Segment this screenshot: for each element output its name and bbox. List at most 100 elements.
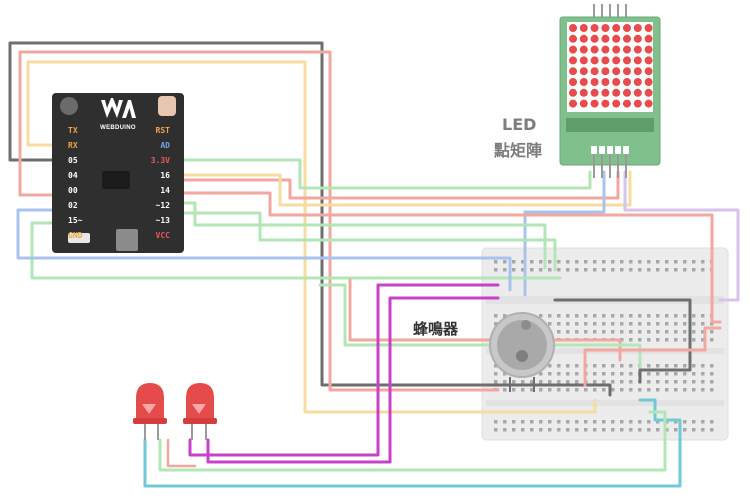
breadboard-hole [692, 388, 696, 392]
breadboard-hole [566, 330, 570, 334]
breadboard-hole [512, 268, 516, 272]
breadboard-hole [593, 322, 597, 326]
breadboard-hole [656, 372, 660, 376]
breadboard-hole [584, 260, 588, 264]
matrix-led-dot [569, 34, 577, 43]
matrix-led-dot [633, 78, 642, 86]
breadboard-hole [566, 420, 570, 424]
matrix-led-dot [633, 99, 642, 108]
breadboard-hole [656, 428, 660, 432]
wire-red-bb [583, 326, 722, 387]
breadboard-hole [710, 388, 714, 392]
breadboard-hole [710, 372, 714, 376]
breadboard-hole [602, 268, 606, 272]
matrix-led-dot [644, 99, 653, 108]
buzzer-label: 蜂鳴器 [413, 320, 459, 338]
breadboard-hole [701, 364, 705, 368]
wire-red-right [182, 191, 722, 324]
breadboard-hole [584, 268, 588, 272]
breadboard-hole [539, 420, 543, 424]
breadboard-hole [620, 330, 624, 334]
breadboard-hole [602, 314, 606, 318]
breadboard-hole [629, 260, 633, 264]
breadboard-hole [620, 338, 624, 342]
breadboard-hole [656, 364, 660, 368]
breadboard-hole [521, 268, 525, 272]
pin-label-left-5: 02 [68, 201, 78, 210]
breadboard-hole [674, 380, 678, 384]
breadboard-hole [647, 338, 651, 342]
wire-green-low [318, 283, 642, 370]
breadboard-hole [638, 330, 642, 334]
breadboard-hole [647, 364, 651, 368]
breadboard-hole [674, 420, 678, 424]
matrix-led-dot [623, 34, 631, 43]
breadboard-hole [665, 380, 669, 384]
breadboard-hole [629, 314, 633, 318]
breadboard-hole [494, 364, 498, 368]
breadboard-hole [611, 388, 615, 392]
breadboard-hole [629, 322, 633, 326]
breadboard-hole [566, 268, 570, 272]
wire-blue-left [16, 208, 512, 292]
breadboard-hole [602, 388, 606, 392]
breadboard-hole [620, 314, 624, 318]
breadboard-hole [575, 372, 579, 376]
breadboard-hole [575, 380, 579, 384]
breadboard-hole [584, 420, 588, 424]
matrix-led-dot [633, 24, 642, 32]
breadboard-hole [701, 420, 705, 424]
breadboard-hole [665, 260, 669, 264]
breadboard-hole [692, 380, 696, 384]
matrix-led-dot [579, 88, 588, 97]
chip [102, 171, 130, 189]
breadboard-hole [665, 338, 669, 342]
breadboard-hole [620, 260, 624, 264]
breadboard-hole [638, 314, 642, 318]
wire-magenta [188, 283, 500, 457]
breadboard-hole [602, 260, 606, 264]
breadboard-hole [494, 428, 498, 432]
breadboard-hole [629, 338, 633, 342]
matrix-led-dot [623, 78, 631, 86]
breadboard-hole [494, 268, 498, 272]
matrix-led-dot [601, 34, 610, 43]
breadboard-hole [647, 330, 651, 334]
breadboard-hole [683, 420, 687, 424]
breadboard-hole [674, 260, 678, 264]
breadboard-hole [566, 364, 570, 368]
matrix-led-dot [623, 45, 631, 54]
pin-label-left-7: GND [68, 231, 83, 240]
breadboard-hole [656, 260, 660, 264]
breadboard-hole [665, 420, 669, 424]
pin-label-right-1: AD [160, 141, 170, 150]
matrix-led-dot [644, 45, 653, 54]
wire-red-top [18, 50, 500, 392]
breadboard-hole [584, 330, 588, 334]
breadboard-hole [584, 428, 588, 432]
breadboard-hole [629, 428, 633, 432]
breadboard-hole [665, 314, 669, 318]
matrix-led-dot [644, 24, 653, 32]
breadboard-hole [530, 380, 534, 384]
breadboard-hole [557, 380, 561, 384]
breadboard-hole [701, 260, 705, 264]
breadboard-hole [647, 380, 651, 384]
breadboard-hole [557, 260, 561, 264]
breadboard-hole [503, 260, 507, 264]
matrix-led-dot [612, 34, 621, 43]
matrix-led-dot [590, 67, 599, 76]
breadboard-hole [530, 268, 534, 272]
matrix-bottom-pins [593, 150, 627, 178]
reset-button[interactable] [68, 233, 90, 243]
breadboard-hole [674, 322, 678, 326]
breadboard-hole [656, 314, 660, 318]
breadboard-hole [503, 372, 507, 376]
breadboard-hole [638, 322, 642, 326]
matrix-led-dot [601, 67, 610, 76]
breadboard-hole [512, 428, 516, 432]
breadboard-hole [710, 428, 714, 432]
breadboard-hole [701, 372, 705, 376]
breadboard-hole [629, 388, 633, 392]
